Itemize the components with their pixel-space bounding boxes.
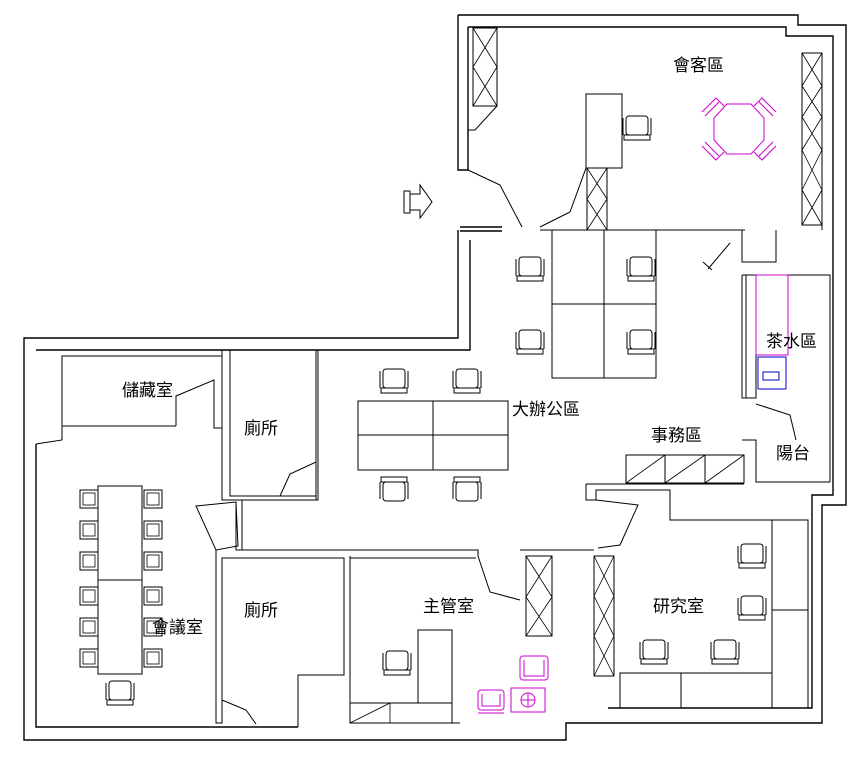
storage-room: 儲藏室	[35, 355, 222, 445]
chair-icon	[382, 650, 412, 676]
room-label-reception: 會客區	[673, 56, 724, 75]
exterior-walls	[23, 14, 847, 741]
chair-icon	[105, 680, 135, 706]
room-label-admin: 事務區	[651, 426, 702, 445]
chair-icon	[452, 368, 482, 394]
open-office: 大辦公區	[357, 226, 745, 502]
chair-icon	[79, 489, 163, 668]
chair-icon	[452, 476, 482, 502]
restroom-upper: 廁所	[221, 349, 319, 551]
admin-area: 事務區	[585, 426, 773, 708]
room-label-meeting: 會議室	[152, 618, 203, 637]
room-label-pantry: 茶水區	[766, 332, 817, 351]
chair-icon	[639, 639, 669, 665]
chair-icon	[626, 256, 656, 282]
chair-icon	[626, 329, 656, 355]
chair-icon	[379, 368, 409, 394]
meeting-room: 會議室	[79, 485, 239, 706]
chair-icon	[737, 595, 767, 621]
room-label-balcony: 陽台	[776, 444, 810, 463]
manager-office: 主管室	[242, 549, 594, 724]
room-label-storage: 儲藏室	[122, 381, 173, 400]
balcony-area: 陽台	[742, 439, 830, 483]
chair-icon	[379, 476, 409, 502]
reception-area: 會客區	[467, 27, 823, 231]
room-label-restroom-lower: 廁所	[244, 600, 278, 620]
chair-icon	[515, 329, 545, 355]
restroom-lower: 廁所	[215, 550, 345, 727]
chair-icon	[737, 543, 767, 569]
research-room: 研究室	[593, 519, 809, 709]
chair-icon	[622, 115, 652, 141]
pantry-area: 茶水區	[741, 230, 831, 482]
room-label-restroom-upper: 廁所	[244, 418, 278, 438]
chair-icon	[515, 256, 545, 282]
room-label-research: 研究室	[653, 597, 704, 616]
chair-icon	[710, 639, 740, 665]
room-label-manager: 主管室	[423, 597, 474, 616]
armchair-icon	[477, 655, 549, 714]
entrance-arrow-icon	[403, 183, 433, 220]
room-label-open-office: 大辦公區	[512, 400, 580, 419]
round-table-chairs	[701, 97, 777, 161]
